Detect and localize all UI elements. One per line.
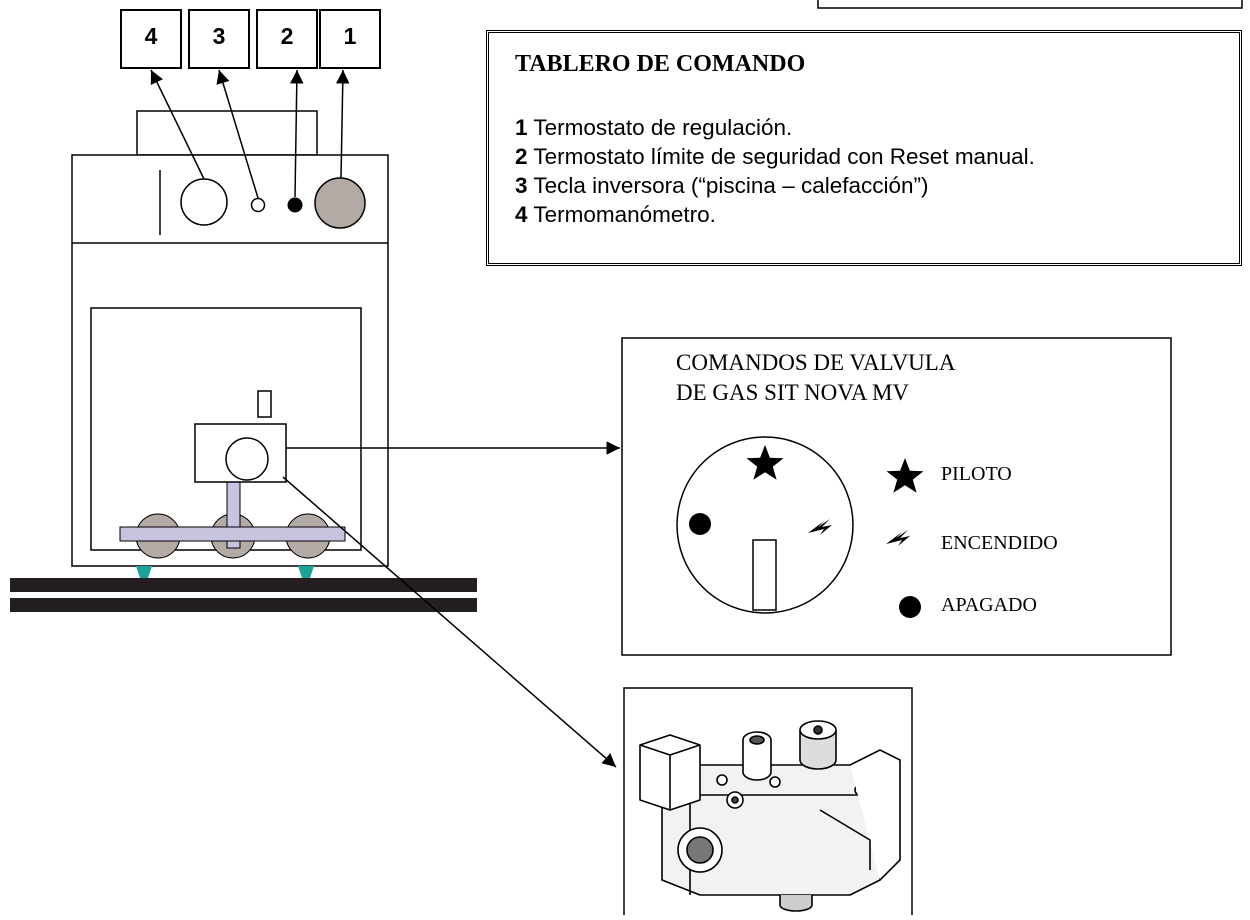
legend-item-number: 1	[515, 115, 528, 140]
legend-dot-icon	[899, 596, 921, 618]
dial-dot-icon	[689, 513, 711, 535]
legend-item-text: Termostato límite de seguridad con Reset…	[527, 144, 1035, 169]
legend-star-icon	[886, 458, 924, 493]
valve-commands-title-line1: COMANDOS DE VALVULA	[676, 350, 956, 375]
legend-title: TABLERO DE COMANDO	[515, 51, 806, 77]
floor-bar-bottom	[10, 598, 477, 612]
legend-item-text: Termostato de regulación.	[527, 115, 793, 140]
control-panel-legend: TABLERO DE COMANDO 1 Termostato de regul…	[486, 30, 1242, 266]
number-box-4-label: 4	[144, 23, 158, 49]
legend-item: 1 Termostato de regulación.	[515, 113, 1035, 142]
legend-flame-icon	[886, 530, 910, 546]
valve-commands-title: COMANDOS DE VALVULA DE GAS SIT NOVA MV	[676, 348, 955, 408]
arrow-to-valve-photo	[282, 476, 617, 768]
legend-label-encendido: ENCENDIDO	[941, 532, 1058, 554]
valve-dial	[676, 436, 854, 614]
valve-indicator	[257, 390, 272, 418]
legend-item: 2 Termostato límite de seguridad con Res…	[515, 142, 1035, 171]
gas-valve-knob	[225, 437, 269, 481]
arrow-to-box-2	[290, 69, 304, 198]
floor-bar-top	[10, 578, 477, 592]
number-box-1-label: 1	[343, 23, 357, 49]
legend-label-apagado: APAGADO	[941, 594, 1037, 616]
dial-flame-icon	[808, 519, 832, 535]
number-box-2-label: 2	[280, 23, 294, 49]
display-panel	[136, 110, 318, 156]
burner-manifold	[119, 526, 346, 542]
thermomanometer-dial	[180, 178, 228, 226]
number-box-2	[256, 9, 318, 69]
foot-right	[298, 566, 314, 578]
foot-left	[136, 566, 152, 578]
legend-item-text: Tecla inversora (“piscina – calefacción”…	[527, 173, 929, 198]
legend-item-text: Termomanómetro.	[527, 202, 716, 227]
dial-star-icon	[746, 445, 784, 480]
arrow-to-box-3	[216, 69, 259, 199]
inverter-switch	[250, 197, 266, 213]
valve-commands-title-line2: DE GAS SIT NOVA MV	[676, 380, 910, 405]
legend-item: 4 Termomanómetro.	[515, 200, 1035, 229]
arrow-to-box-1	[336, 69, 350, 179]
legend-list: 1 Termostato de regulación. 2 Termostato…	[515, 113, 1035, 229]
number-box-3-label: 3	[212, 23, 226, 49]
arrow-to-box-4	[150, 69, 205, 180]
number-box-4	[120, 9, 182, 69]
top-edge-box	[817, 0, 1243, 9]
legend-item: 3 Tecla inversora (“piscina – calefacció…	[515, 171, 1035, 200]
gas-valve-illustration	[639, 720, 901, 912]
number-box-3	[188, 9, 250, 69]
number-box-1	[319, 9, 381, 69]
valve-dial-pointer	[752, 539, 777, 611]
regulation-thermostat-knob	[314, 177, 366, 229]
legend-label-piloto: PILOTO	[941, 463, 1012, 485]
legend-item-number: 4	[515, 202, 528, 227]
safety-thermostat-button	[287, 197, 303, 213]
legend-item-number: 2	[515, 144, 528, 169]
legend-item-number: 3	[515, 173, 528, 198]
